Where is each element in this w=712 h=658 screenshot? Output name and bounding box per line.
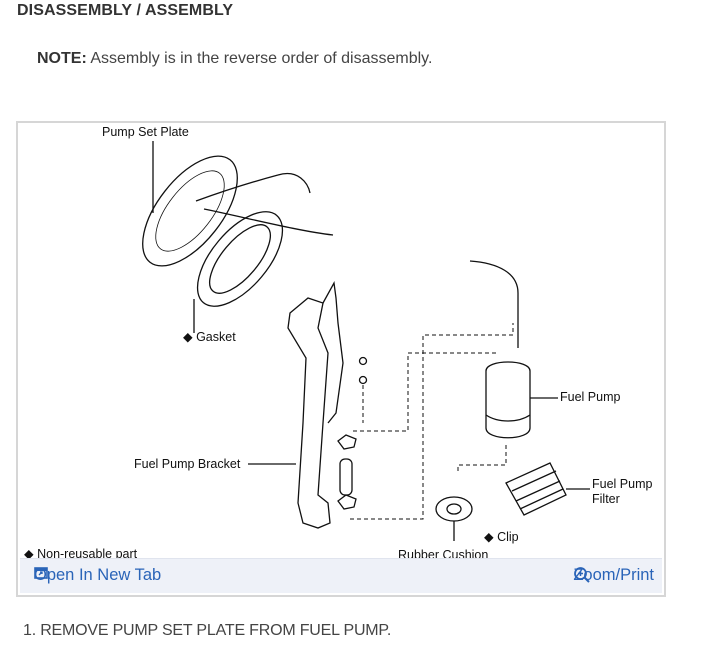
open-new-tab-link[interactable]: Open In New Tab	[34, 566, 161, 585]
fuel-pump-drawing	[485, 361, 531, 439]
rubber-cushion-drawing	[435, 496, 473, 522]
note-label: NOTE:	[37, 50, 87, 67]
open-in-new-tab-icon	[34, 567, 48, 579]
pump-set-plate-label: Pump Set Plate	[102, 125, 189, 139]
fuel-pump-filter-label-1: Fuel Pump	[592, 477, 652, 491]
gasket-label: ◆ Gasket	[183, 330, 236, 344]
note-text: Assembly is in the reverse order of disa…	[86, 50, 433, 67]
fuel-pump-filter-drawing	[505, 462, 567, 516]
non-reusable-part-legend: ◆ Non-reusable part	[24, 547, 138, 561]
step-1: 1. REMOVE PUMP SET PLATE FROM FUEL PUMP.	[23, 622, 392, 639]
diagram-figure: Pump Set Plate ◆ Gasket Fuel Pump Fuel P…	[16, 121, 666, 597]
open-new-tab-label: Open In New Tab	[34, 566, 162, 584]
fuel-pump-label: Fuel Pump	[560, 390, 620, 404]
bracket-drawing	[287, 297, 331, 529]
rubber-cushion-label: Rubber Cushion	[398, 548, 488, 561]
fuel-pump-filter-label-2: Filter	[592, 492, 620, 506]
fuel-pump-bracket-label: Fuel Pump Bracket	[134, 457, 241, 471]
zoom-in-icon	[574, 567, 591, 583]
fuel-pump-diagram: Pump Set Plate ◆ Gasket Fuel Pump Fuel P…	[24, 125, 652, 561]
zoom-print-label: Zoom/Print	[573, 566, 654, 584]
note-paragraph: NOTE: Assembly is in the reverse order o…	[37, 50, 432, 68]
section-title: DISASSEMBLY / ASSEMBLY	[17, 2, 234, 19]
pump-set-plate-drawing	[142, 155, 238, 267]
clip-label: ◆ Clip	[484, 530, 519, 544]
gasket-drawing	[196, 211, 284, 307]
figure-toolbar: Open In New Tab Zoom/Print	[20, 558, 662, 593]
zoom-print-link[interactable]: Zoom/Print	[573, 566, 654, 585]
